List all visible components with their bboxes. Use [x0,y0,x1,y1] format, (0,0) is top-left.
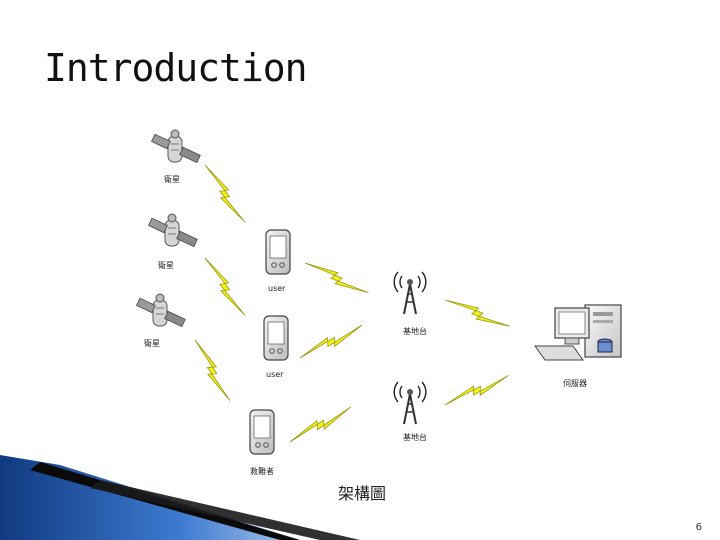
page-number: 6 [696,522,702,533]
satellite-label: 衛星 [164,174,180,185]
mobile-device-icon [264,316,288,360]
device-label: user [266,370,283,379]
server-label: 伺服器 [563,378,587,389]
wireless-link [443,371,511,411]
wireless-link [443,295,512,331]
wireless-link [200,162,249,226]
satellite-icon [137,294,186,327]
satellite-label: 衛星 [144,338,160,349]
device-label: user [268,284,285,293]
server-icon [535,305,621,360]
wireless-link [302,258,370,298]
satellite-label: 衛星 [158,260,174,271]
mobile-device-icon [250,410,274,454]
satellite-icon [152,130,201,163]
decorative-swoosh [0,455,360,540]
wireless-link [288,403,354,448]
device-label: 救難者 [250,466,274,477]
wireless-link [190,338,235,404]
wireless-link [200,255,249,319]
base-station-label: 基地台 [403,326,427,337]
diagram-caption: 架構圖 [338,480,386,504]
wireless-link [298,321,365,364]
satellite-icon [149,214,198,247]
base-station-icon [394,382,426,424]
mobile-device-icon [266,230,290,274]
base-station-label: 基地台 [403,432,427,443]
base-station-icon [394,272,426,314]
